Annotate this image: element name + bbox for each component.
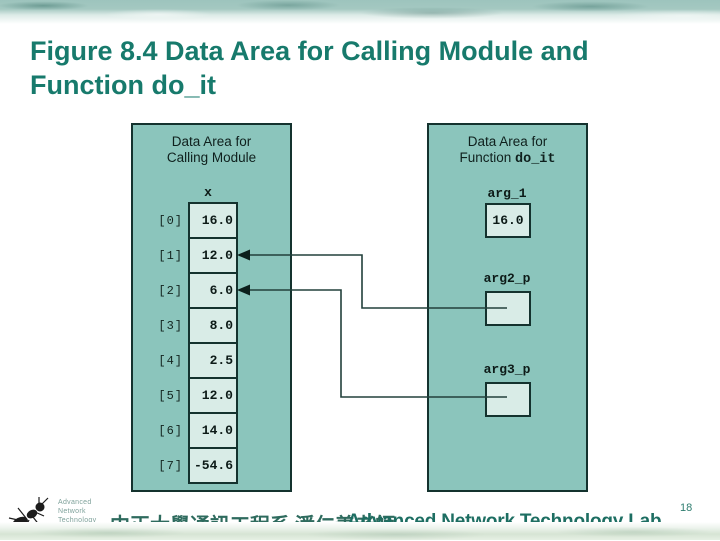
array-row: [7] -54.6 — [153, 447, 238, 484]
array-cell: 16.0 — [188, 202, 238, 239]
array-cell: 8.0 — [188, 307, 238, 344]
array-cell: -54.6 — [188, 447, 238, 484]
calling-module-header-line2: Calling Module — [166, 150, 257, 165]
array-row: [3] 8.0 — [153, 307, 238, 344]
array-cell: 6.0 — [188, 272, 238, 309]
function-doit-header-line2: Function do_it — [429, 150, 586, 168]
array-index: [7] — [158, 458, 183, 473]
arg3-pointer-label: arg3_p — [483, 362, 531, 377]
slide-title-line2: Function do_it — [30, 70, 216, 100]
array-index: [3] — [158, 318, 183, 333]
calling-module-header-line1: Data Area for — [171, 134, 252, 149]
array-x-label: x — [204, 185, 212, 200]
slide-title: Figure 8.4 Data Area for Calling Module … — [30, 34, 690, 102]
array-row: [4] 2.5 — [153, 342, 238, 379]
array-cell: 14.0 — [188, 412, 238, 449]
arg3-pointer-box — [485, 382, 531, 417]
logo-text-line3: Technology — [58, 517, 97, 524]
array-x: [0] 16.0 [1] 12.0 [2] 6.0 [3] 8.0 [4] 2.… — [153, 202, 238, 484]
array-row: [5] 12.0 — [153, 377, 238, 414]
array-index: [4] — [158, 353, 183, 368]
logo-text: Advanced Network Technology — [58, 498, 96, 525]
slide-title-line1: Figure 8.4 Data Area for Calling Module … — [30, 36, 589, 66]
array-row: [0] 16.0 — [153, 202, 238, 239]
array-cell: 2.5 — [188, 342, 238, 379]
arg1-box: 16.0 — [485, 203, 531, 238]
function-doit-header-code: do_it — [515, 152, 556, 167]
calling-module-header: Data Area for Calling Module — [133, 134, 290, 166]
arg1-label: arg_1 — [487, 186, 527, 201]
array-cell: 12.0 — [188, 237, 238, 274]
calling-module-panel: Data Area for Calling Module x [0] 16.0 … — [131, 123, 292, 492]
logo-text-line1: Advanced — [58, 499, 92, 506]
arg2-pointer-box — [485, 291, 531, 326]
array-cell: 12.0 — [188, 377, 238, 414]
bottom-gradient-band — [0, 522, 720, 540]
page-number: 18 — [680, 502, 693, 514]
arg2-pointer-label: arg2_p — [483, 271, 531, 286]
array-index: [2] — [158, 283, 183, 298]
array-index: [0] — [158, 213, 183, 228]
array-index: [1] — [158, 248, 183, 263]
array-index: [5] — [158, 388, 183, 403]
function-doit-panel: Data Area for Function do_it arg_1 16.0 … — [427, 123, 588, 492]
function-doit-header: Data Area for Function do_it — [429, 134, 586, 168]
function-doit-header-line1: Data Area for — [467, 134, 548, 149]
array-row: [1] 12.0 — [153, 237, 238, 274]
top-marble-band — [0, 0, 720, 26]
function-doit-header-prefix: Function — [459, 150, 515, 165]
array-row: [6] 14.0 — [153, 412, 238, 449]
array-row: [2] 6.0 — [153, 272, 238, 309]
array-index: [6] — [158, 423, 183, 438]
logo-text-line2: Network — [58, 508, 86, 515]
